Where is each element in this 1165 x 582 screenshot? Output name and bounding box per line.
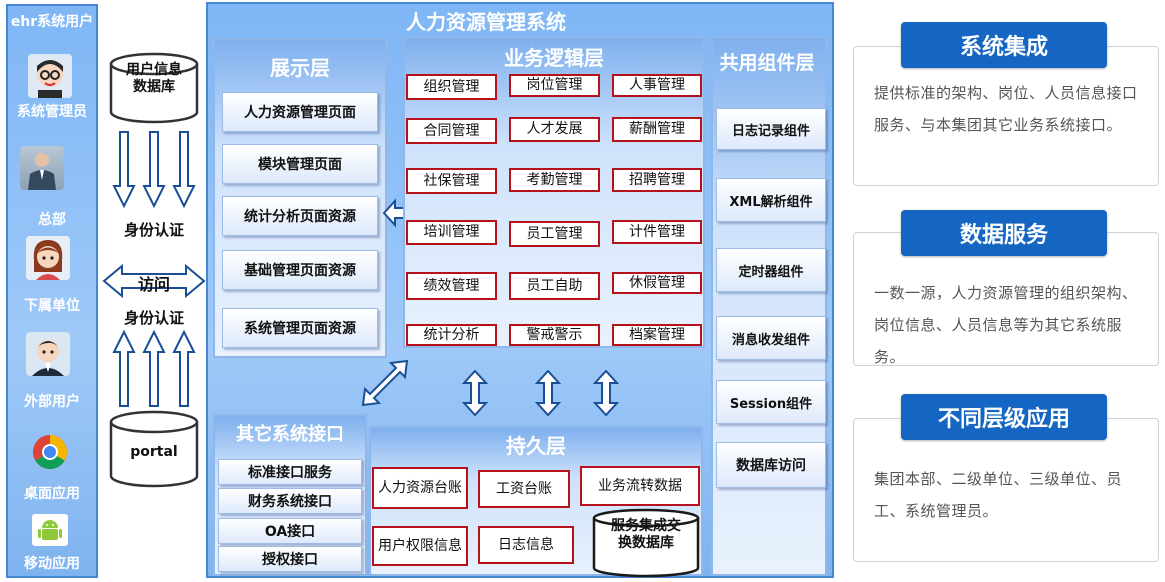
user-column: ehr系统用户 系统管理员 总部 下属单位 外部用户 桌面应用 移动应用	[6, 4, 98, 578]
common-component-item[interactable]: 数据库访问	[716, 442, 826, 488]
service-exchange-database: 服务集成交换数据库	[591, 508, 701, 578]
interface-item[interactable]: 标准接口服务	[218, 459, 362, 485]
vertical-connector	[534, 369, 562, 417]
business-module[interactable]: 档案管理	[612, 324, 702, 346]
common-component-item[interactable]: 消息收发组件	[716, 316, 826, 360]
persistence-item[interactable]: 日志信息	[478, 526, 574, 564]
presentation-item[interactable]: 系统管理页面资源	[222, 308, 378, 348]
integration-card-text: 提供标准的架构、岗位、人员信息接口服务、与本集团其它业务系统接口。	[874, 84, 1138, 134]
data-service-card-title: 数据服务	[901, 210, 1107, 256]
business-module[interactable]: 社保管理	[406, 168, 497, 194]
access-double-arrow: 访问	[102, 263, 206, 299]
up-arrows	[112, 328, 196, 408]
multi-level-card-title: 不同层级应用	[901, 394, 1107, 440]
user-label-subsidiary: 下属单位	[24, 298, 80, 314]
presentation-item[interactable]: 基础管理页面资源	[222, 250, 378, 290]
user-label-external: 外部用户	[24, 394, 80, 410]
user-label-admin: 系统管理员	[17, 104, 87, 120]
presentation-item[interactable]: 人力资源管理页面	[222, 92, 378, 132]
auth-label-bottom: 身份认证	[123, 309, 184, 327]
service-exchange-database-label: 服务集成交换数据库	[611, 518, 681, 551]
user-label-mobile: 移动应用	[24, 556, 80, 572]
integration-card-title: 系统集成	[901, 22, 1107, 68]
persistence-item[interactable]: 用户权限信息	[372, 526, 468, 566]
interfaces-layer-title: 其它系统接口	[236, 424, 344, 445]
business-module[interactable]: 计件管理	[612, 220, 702, 244]
person-glasses-avatar-icon	[28, 54, 72, 98]
integration-card: 提供标准的架构、岗位、人员信息接口服务、与本集团其它业务系统接口。	[853, 46, 1159, 186]
common-component-item[interactable]: XML解析组件	[716, 178, 826, 222]
business-module[interactable]: 培训管理	[406, 220, 497, 245]
android-robot-icon	[32, 514, 68, 546]
down-arrows	[112, 130, 196, 210]
man-avatar-icon	[26, 332, 70, 376]
presentation-item[interactable]: 统计分析页面资源	[222, 196, 378, 236]
common-component-item[interactable]: Session组件	[716, 380, 826, 424]
persistence-item[interactable]: 人力资源台账	[372, 467, 468, 509]
business-module[interactable]: 人事管理	[612, 74, 702, 97]
interface-item[interactable]: OA接口	[218, 518, 362, 544]
presentation-layer-title: 展示层	[270, 56, 330, 80]
data-service-card-text: 一数一源，人力资源管理的组织架构、岗位信息、人员信息等为其它系统服务。	[874, 284, 1138, 366]
multi-level-card: 集团本部、二级单位、三级单位、员工、系统管理员。	[853, 418, 1159, 562]
persistence-layer-title: 持久层	[506, 434, 566, 458]
interface-item[interactable]: 财务系统接口	[218, 488, 362, 514]
business-module[interactable]: 薪酬管理	[612, 117, 702, 142]
auth-label-top: 身份认证	[123, 221, 184, 239]
business-module[interactable]: 休假管理	[612, 272, 702, 294]
vertical-connector	[592, 369, 620, 417]
business-module[interactable]: 岗位管理	[509, 74, 600, 97]
chrome-browser-icon	[32, 434, 68, 470]
persistence-item[interactable]: 业务流转数据	[580, 466, 700, 506]
business-module[interactable]: 统计分析	[406, 324, 497, 346]
business-logic-layer-title: 业务逻辑层	[504, 46, 604, 70]
interface-item[interactable]: 授权接口	[218, 546, 362, 572]
business-module[interactable]: 警戒警示	[509, 324, 600, 346]
hr-system-title: 人力资源管理系统	[406, 10, 566, 34]
woman-avatar-icon	[26, 236, 70, 280]
persistence-item[interactable]: 工资台账	[478, 470, 570, 508]
multi-level-card-text: 集团本部、二级单位、三级单位、员工、系统管理员。	[874, 470, 1123, 520]
user-label-hq: 总部	[38, 212, 66, 228]
vertical-connector	[461, 369, 489, 417]
business-module[interactable]: 员工管理	[509, 221, 600, 247]
access-label: 访问	[137, 275, 170, 294]
common-component-item[interactable]: 定时器组件	[716, 248, 826, 292]
user-info-database: 用户信息数据库	[108, 52, 200, 124]
common-component-item[interactable]: 日志记录组件	[716, 108, 826, 150]
portal-database-label: portal	[130, 444, 178, 460]
user-label-ehr: ehr系统用户	[10, 14, 94, 30]
business-module[interactable]: 合同管理	[406, 118, 497, 144]
portal-database: portal	[108, 410, 200, 488]
business-module[interactable]: 考勤管理	[509, 168, 600, 192]
common-components-title: 共用组件层	[719, 52, 815, 74]
business-module[interactable]: 员工自助	[509, 272, 600, 300]
business-module[interactable]: 人才发展	[509, 117, 600, 142]
presentation-item[interactable]: 模块管理页面	[222, 144, 378, 184]
business-module[interactable]: 招聘管理	[612, 168, 702, 192]
business-module[interactable]: 组织管理	[406, 74, 497, 100]
user-label-desktop: 桌面应用	[24, 486, 80, 502]
user-info-database-label: 用户信息数据库	[126, 62, 182, 95]
diagonal-connector	[360, 358, 410, 408]
business-module[interactable]: 绩效管理	[406, 272, 497, 300]
businessman-photo-icon	[20, 146, 64, 190]
